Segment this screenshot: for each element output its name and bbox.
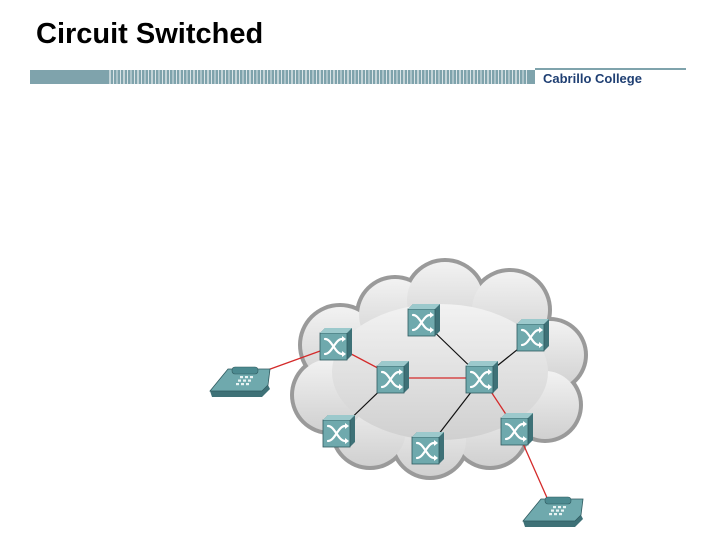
switches xyxy=(319,304,549,465)
header-bar xyxy=(30,68,686,86)
switch-h-icon xyxy=(500,413,533,446)
switch-g-icon xyxy=(411,432,444,465)
switch-c-icon xyxy=(516,319,549,352)
phone-right-icon xyxy=(522,496,584,527)
switch-a-icon xyxy=(319,328,352,361)
brand-label: Cabrillo College xyxy=(543,71,642,86)
slide-title: Circuit Switched xyxy=(36,18,264,50)
switch-e-icon xyxy=(465,361,498,394)
phones xyxy=(209,366,584,527)
switch-f-icon xyxy=(322,415,355,448)
phone-left-icon xyxy=(209,366,271,397)
header-bar-label-area xyxy=(535,68,686,86)
switch-d-icon xyxy=(376,361,409,394)
switch-b-icon xyxy=(407,304,440,337)
header-bar-stripes xyxy=(109,70,527,84)
